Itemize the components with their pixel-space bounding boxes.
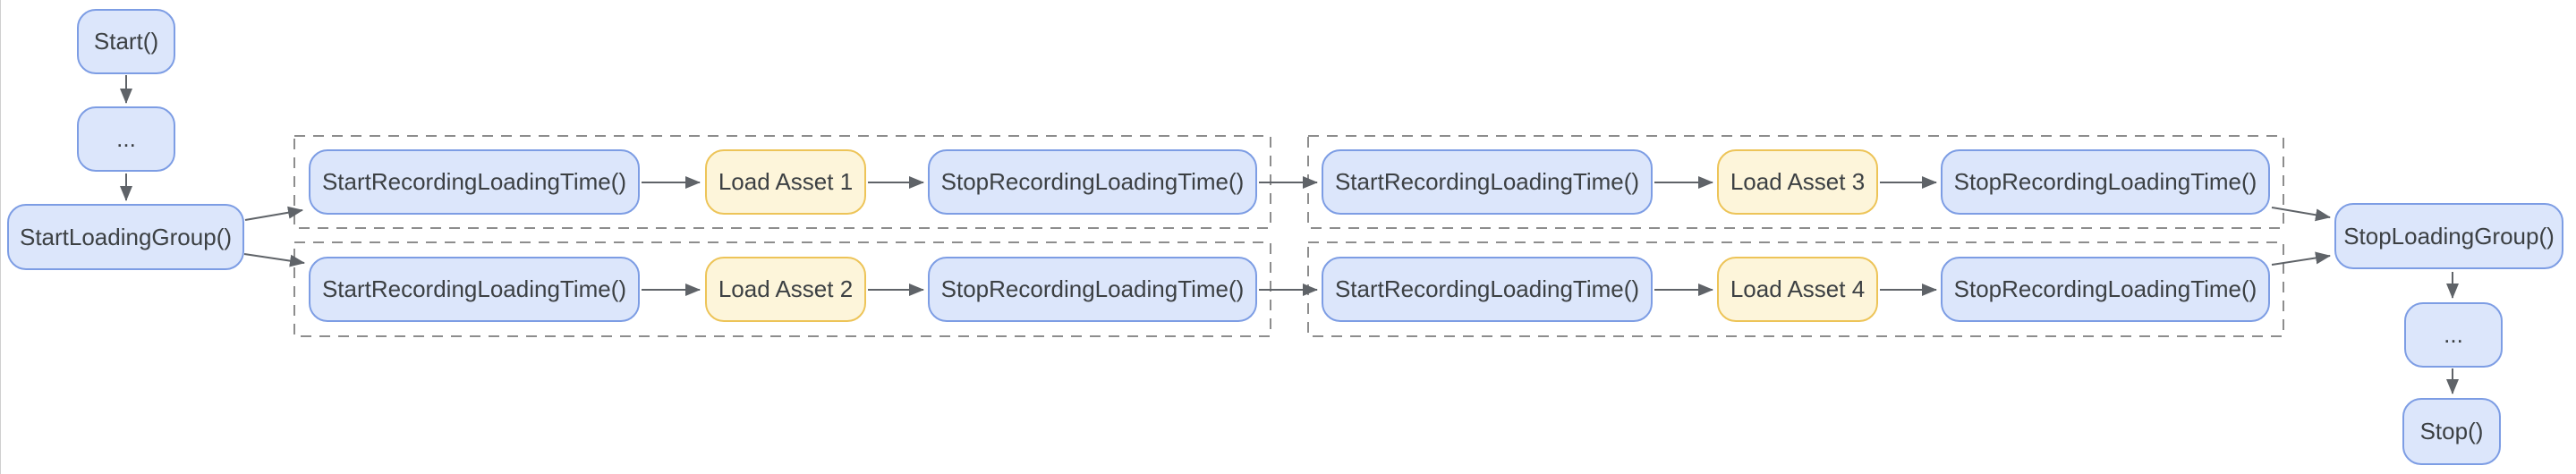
node-stop-loading-group: StopLoadingGroup() — [2334, 203, 2563, 269]
node-start-loading-group: StartLoadingGroup() — [7, 204, 244, 270]
node-g1r2-start-recording: StartRecordingLoadingTime() — [309, 257, 640, 322]
edge-start-loading-group-to-g1r2-start-recording — [243, 253, 305, 267]
node-g2r1-start-recording: StartRecordingLoadingTime() — [1322, 149, 1653, 215]
node-ellipsis-bottom: ... — [2404, 302, 2503, 368]
edge-start-loading-group-to-g1r1-start-recording — [244, 206, 303, 221]
node-g2r2-start-recording: StartRecordingLoadingTime() — [1322, 257, 1653, 322]
node-g1r1-stop-recording: StopRecordingLoadingTime() — [928, 149, 1257, 215]
node-g2r1-stop-recording: StopRecordingLoadingTime() — [1941, 149, 2270, 215]
node-g1r2-stop-recording: StopRecordingLoadingTime() — [928, 257, 1257, 322]
node-g2r1-load-asset-3: Load Asset 3 — [1717, 149, 1878, 215]
node-g1r2-load-asset-2: Load Asset 2 — [705, 257, 866, 322]
edge-g2r1-stop-recording-to-stop-loading-group — [2271, 207, 2331, 222]
canvas-left-edge-line — [0, 0, 1, 474]
node-stop: Stop() — [2402, 398, 2501, 465]
node-start: Start() — [77, 9, 175, 74]
edge-g2r2-stop-recording-to-stop-loading-group — [2271, 251, 2331, 266]
node-g1r1-start-recording: StartRecordingLoadingTime() — [309, 149, 640, 215]
node-g2r2-stop-recording: StopRecordingLoadingTime() — [1941, 257, 2270, 322]
node-ellipsis-top: ... — [77, 106, 175, 172]
node-g2r2-load-asset-4: Load Asset 4 — [1717, 257, 1878, 322]
node-g1r1-load-asset-1: Load Asset 1 — [705, 149, 866, 215]
